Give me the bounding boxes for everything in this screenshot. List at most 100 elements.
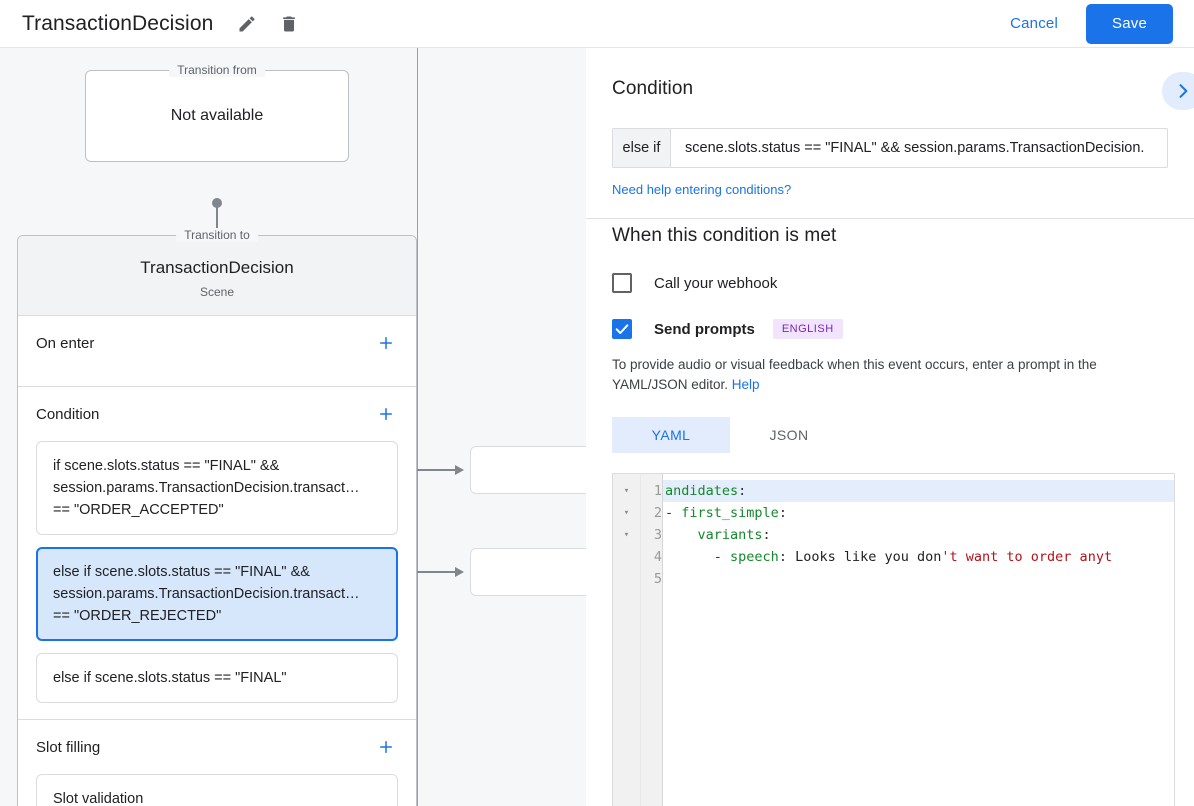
code-token: - (665, 505, 682, 521)
transition-to-node: Transition to TransactionDecision Scene … (17, 228, 417, 806)
condition-prefix-label: else if (613, 129, 671, 167)
fold-toggle (613, 546, 640, 568)
condition-expression-input[interactable] (671, 129, 1167, 167)
prompt-description: To provide audio or visual feedback when… (612, 355, 1168, 395)
condition-card-line: else if scene.slots.status == "FINAL" (53, 670, 287, 686)
code-token: : (762, 527, 771, 543)
section-header: Slot filling (36, 720, 398, 774)
code-token: - (665, 549, 731, 565)
condition-connector-line-1 (402, 469, 458, 471)
send-prompts-row: Send prompts ENGLISH (612, 319, 1168, 339)
code-line[interactable]: variants: (663, 524, 1174, 546)
section-header: On enter (36, 316, 398, 370)
transition-to-header[interactable]: TransactionDecision Scene (18, 236, 416, 316)
code-line[interactable]: - first_simple: (663, 502, 1174, 524)
section-title: Condition (36, 405, 100, 423)
code-token: speech (730, 549, 779, 565)
line-number: 1 (653, 483, 662, 499)
fold-toggle[interactable]: ▾ (623, 486, 630, 496)
condition-connector-arrow-2 (455, 567, 464, 577)
code-token: andidates (665, 483, 739, 499)
target-node-accepted[interactable] (470, 446, 586, 494)
code-line[interactable] (663, 568, 1174, 590)
collapse-panel-button[interactable] (1162, 72, 1194, 110)
editor-fold-gutter[interactable]: ▾ ▾ ▾ (613, 474, 641, 806)
when-condition-met-title: When this condition is met (612, 225, 837, 246)
code-token: variants (697, 527, 763, 543)
transition-from-node[interactable]: Transition from Not available (85, 63, 349, 162)
scene-section: Condition if scene.slots.status == "FINAL… (18, 387, 416, 720)
condition-help-link[interactable]: Need help entering conditions? (612, 182, 792, 197)
condition-connector-arrow-1 (455, 465, 464, 475)
flow-canvas: Transition from Not available Transition… (0, 48, 586, 806)
condition-card-line: session.params.TransactionDecision.trans… (53, 480, 360, 496)
plus-icon (377, 405, 395, 423)
condition-card-line: session.params.TransactionDecision.trans… (53, 586, 360, 602)
code-line[interactable]: - speech: Looks like you don't want to o… (663, 546, 1174, 568)
chevron-right-icon (1173, 81, 1193, 101)
target-node-rejected[interactable] (470, 548, 586, 596)
tab-yaml[interactable]: YAML (612, 417, 730, 453)
line-number: 3 (653, 527, 662, 543)
send-prompts-label: Send prompts (654, 320, 755, 338)
transition-from-value: Not available (170, 107, 264, 124)
condition-panel-header: Condition (586, 48, 1194, 110)
delete-button[interactable] (275, 10, 303, 38)
check-icon (614, 321, 630, 337)
code-line[interactable]: andidates: (663, 480, 1174, 502)
code-token: 't want to order anyt (941, 549, 1113, 565)
condition-card[interactable]: else if scene.slots.status == "FINAL" (36, 653, 398, 703)
edit-title-button[interactable] (233, 10, 261, 38)
condition-connector-line-2 (402, 571, 458, 573)
add-condition-button[interactable] (374, 402, 398, 426)
prompt-description-text: To provide audio or visual feedback when… (612, 357, 1097, 392)
fold-toggle (613, 568, 640, 590)
line-number: 5 (653, 571, 662, 587)
webhook-row: Call your webhook (612, 273, 1168, 293)
code-token: : (738, 483, 747, 499)
pencil-icon (237, 14, 257, 34)
header-actions: Cancel Save (1000, 3, 1194, 44)
page-title: TransactionDecision (22, 11, 214, 35)
line-number: 2 (653, 505, 662, 521)
transition-from-legend: Transition from (169, 63, 265, 77)
add-on-enter-button[interactable] (374, 331, 398, 355)
language-badge: ENGLISH (772, 319, 843, 339)
condition-card-line: if scene.slots.status == "FINAL" && (53, 458, 280, 474)
call-webhook-label: Call your webhook (654, 274, 778, 292)
section-header: Condition (36, 387, 398, 441)
plus-icon (377, 738, 395, 756)
fold-toggle[interactable]: ▾ (623, 508, 630, 518)
send-prompts-checkbox[interactable] (612, 319, 632, 339)
code-token: : (778, 549, 796, 565)
section-title: Slot filling (36, 738, 101, 756)
transition-to-subtitle: Scene (199, 285, 235, 299)
line-number: 4 (653, 549, 662, 565)
add-slot-filling-button[interactable] (374, 735, 398, 759)
editor-format-tabs: YAML JSON (612, 417, 1168, 453)
editor-code-area[interactable]: andidates:- first_simple: variants: - sp… (663, 474, 1174, 806)
canvas-guide-line (417, 48, 418, 806)
condition-panel-title: Condition (612, 78, 694, 99)
code-token: first_simple (681, 505, 779, 521)
cancel-button[interactable]: Cancel (1000, 7, 1068, 40)
condition-card-line: == "ORDER_ACCEPTED" (53, 502, 224, 518)
code-token: : (778, 505, 787, 521)
code-token: Looks like you don (795, 549, 942, 565)
condition-card-line: == "ORDER_REJECTED" (53, 608, 222, 624)
save-button[interactable]: Save (1086, 3, 1173, 44)
condition-card-line: Slot validation (53, 791, 144, 806)
trash-icon (279, 14, 299, 34)
prompt-help-link[interactable]: Help (731, 377, 760, 392)
fold-toggle[interactable]: ▾ (623, 530, 630, 540)
condition-card-selected[interactable]: else if scene.slots.status == "FINAL" &&… (36, 547, 398, 641)
call-webhook-checkbox[interactable] (612, 273, 632, 293)
condition-card-line: else if scene.slots.status == "FINAL" && (53, 564, 310, 580)
tab-json[interactable]: JSON (730, 417, 848, 453)
condition-card[interactable]: Slot validation (36, 774, 398, 806)
app-header: TransactionDecision Cancel Save (0, 0, 1194, 48)
condition-card[interactable]: if scene.slots.status == "FINAL" && sessi… (36, 441, 398, 535)
panel-divider (586, 218, 1194, 219)
